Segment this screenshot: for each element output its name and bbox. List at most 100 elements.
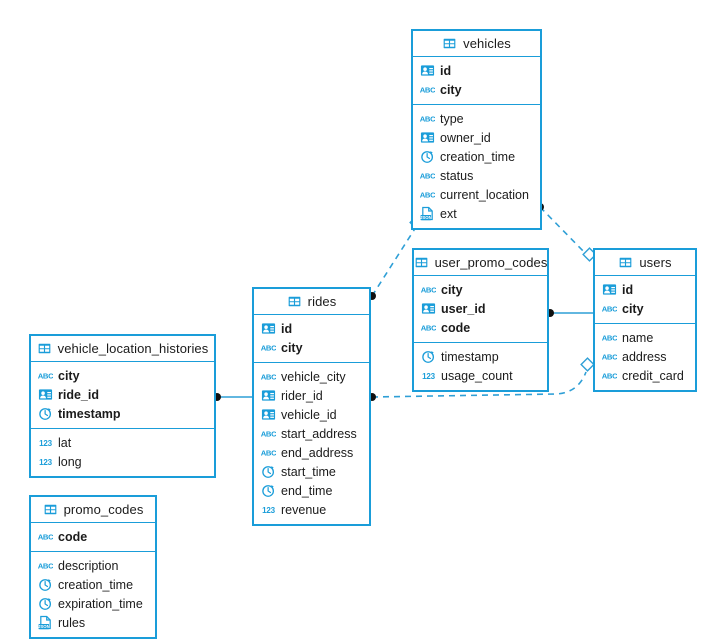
id-card-icon (261, 407, 276, 422)
field-row[interactable]: 123 long (31, 452, 214, 471)
field-row[interactable]: creation_time (31, 575, 155, 594)
field-row[interactable]: id (413, 61, 540, 80)
field-row[interactable]: creation_time (413, 147, 540, 166)
field-row[interactable]: expiration_time (31, 594, 155, 613)
abc-icon: ABC (261, 426, 276, 441)
abc-icon: ABC (602, 330, 617, 345)
abc-icon: ABC (602, 368, 617, 383)
field-row[interactable]: ABC address (595, 347, 695, 366)
abc-icon: ABC (420, 82, 435, 97)
svg-text:ABC: ABC (261, 430, 276, 439)
entity-title: promo_codes (63, 502, 144, 517)
number-icon: 123 (38, 435, 53, 450)
field-name: user_id (441, 301, 486, 316)
field-name: code (441, 320, 471, 335)
relationship-user-promo-codes-users[interactable] (546, 309, 593, 317)
id-card-icon (261, 388, 276, 403)
svg-text:123: 123 (39, 439, 53, 448)
field-row[interactable]: start_time (254, 462, 369, 481)
svg-text:ABC: ABC (261, 344, 276, 353)
clock-icon (38, 577, 53, 592)
json-icon: JSON (420, 206, 435, 221)
id-card-icon (602, 282, 617, 297)
entity-header-vehicles[interactable]: vehicles (413, 31, 540, 57)
entity-title: rides (307, 294, 337, 309)
field-name: city (58, 368, 80, 383)
field-row[interactable]: ABC city (31, 366, 214, 385)
field-row[interactable]: ABC city (254, 338, 369, 357)
id-card-icon (421, 301, 436, 316)
field-row[interactable]: rider_id (254, 386, 369, 405)
entity-title: user_promo_codes (434, 255, 548, 270)
svg-text:ABC: ABC (421, 324, 436, 333)
field-row[interactable]: vehicle_id (254, 405, 369, 424)
field-row[interactable]: end_time (254, 481, 369, 500)
relationship-vehicle-location-histories-rides[interactable] (213, 393, 252, 401)
field-row[interactable]: owner_id (413, 128, 540, 147)
number-icon: 123 (421, 368, 436, 383)
field-row[interactable]: id (254, 319, 369, 338)
table-icon (287, 295, 302, 308)
field-row[interactable]: ride_id (31, 385, 214, 404)
svg-text:ABC: ABC (420, 86, 435, 95)
entity-title: users (639, 255, 672, 270)
field-name: city (281, 340, 303, 355)
svg-text:ABC: ABC (38, 372, 53, 381)
entity-header-vehicle_location_histories[interactable]: vehicle_location_histories (31, 336, 214, 362)
entity-header-rides[interactable]: rides (254, 289, 369, 315)
entity-title: vehicles (463, 36, 511, 51)
number-icon: 123 (38, 454, 53, 469)
field-name: long (58, 454, 82, 469)
field-row[interactable]: JSON rules (31, 613, 155, 632)
field-name: address (622, 349, 667, 364)
abc-icon: ABC (421, 282, 436, 297)
clock-icon (261, 483, 276, 498)
abc-icon: ABC (261, 340, 276, 355)
field-name: start_address (281, 426, 357, 441)
json-icon: JSON (38, 615, 53, 630)
svg-text:ABC: ABC (602, 353, 617, 362)
relationship-endpoint-diamond (580, 357, 595, 372)
entity-header-promo_codes[interactable]: promo_codes (31, 497, 155, 523)
field-row[interactable]: ABC start_address (254, 424, 369, 443)
field-row[interactable]: ABC code (414, 318, 547, 337)
entity-header-users[interactable]: users (595, 250, 695, 276)
field-row[interactable]: timestamp (31, 404, 214, 423)
field-row[interactable]: user_id (414, 299, 547, 318)
field-row[interactable]: timestamp (414, 347, 547, 366)
entity-header-user_promo_codes[interactable]: user_promo_codes (414, 250, 547, 276)
field-row[interactable]: id (595, 280, 695, 299)
field-name: rules (58, 615, 86, 630)
svg-text:123: 123 (422, 372, 436, 381)
field-name: description (58, 558, 119, 573)
table-icon (442, 37, 457, 50)
field-name: end_address (281, 445, 354, 460)
